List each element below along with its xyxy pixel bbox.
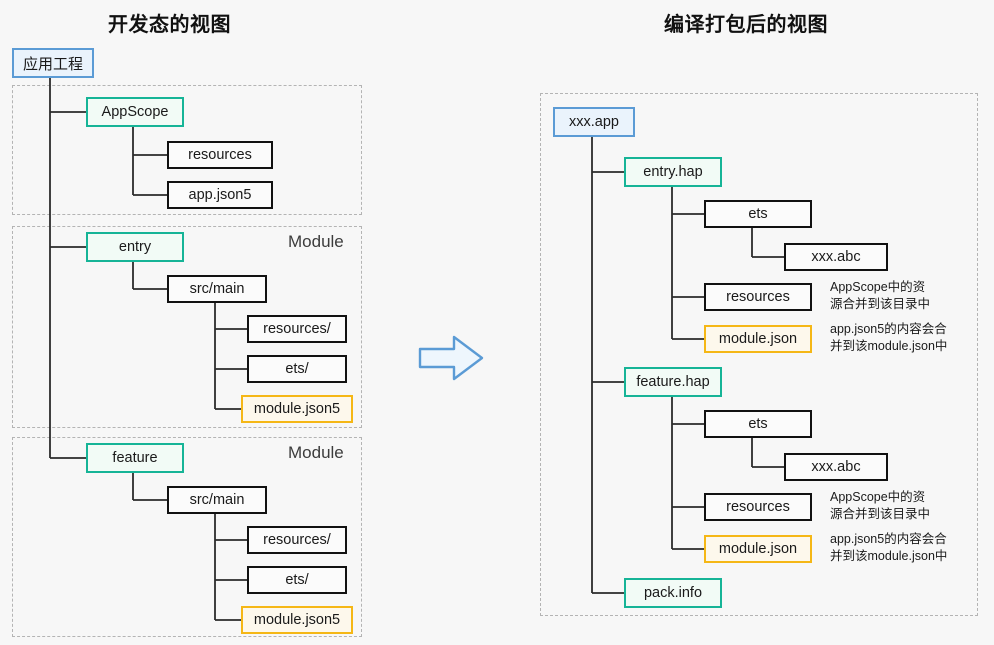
node-appscope-app-json5[interactable]: app.json5: [167, 181, 273, 209]
node-feature-module-json5[interactable]: module.json5: [241, 606, 353, 634]
node-feature-hap-xxx-abc[interactable]: xxx.abc: [784, 453, 888, 481]
node-application-project[interactable]: 应用工程: [12, 48, 94, 78]
right-panel-title: 编译打包后的视图: [664, 14, 828, 36]
node-feature-hap-ets[interactable]: ets: [704, 410, 812, 438]
node-entry-hap-ets[interactable]: ets: [704, 200, 812, 228]
app-package-container: [540, 93, 978, 616]
node-entry-hap[interactable]: entry.hap: [624, 157, 722, 187]
entry-module-label: Module: [288, 232, 344, 251]
feature-module-container: [12, 437, 362, 637]
node-feature-src-main[interactable]: src/main: [167, 486, 267, 514]
node-entry[interactable]: entry: [86, 232, 184, 262]
feature-resources-annotation: AppScope中的资 源合并到该目录中: [830, 490, 931, 521]
entry-module-container: [12, 226, 362, 428]
entry-module-json-annotation: app.json5的内容会合 并到该module.json中: [830, 322, 948, 353]
node-appscope-resources[interactable]: resources: [167, 141, 273, 169]
node-entry-src-main[interactable]: src/main: [167, 275, 267, 303]
node-entry-hap-module-json[interactable]: module.json: [704, 325, 812, 353]
node-entry-hap-resources[interactable]: resources: [704, 283, 812, 311]
feature-module-label: Module: [288, 443, 344, 462]
node-entry-hap-xxx-abc[interactable]: xxx.abc: [784, 243, 888, 271]
node-feature-hap[interactable]: feature.hap: [624, 367, 722, 397]
node-pack-info[interactable]: pack.info: [624, 578, 722, 608]
node-appscope[interactable]: AppScope: [86, 97, 184, 127]
right-arrow-icon: [416, 333, 486, 388]
node-feature-hap-module-json[interactable]: module.json: [704, 535, 812, 563]
node-entry-module-json5[interactable]: module.json5: [241, 395, 353, 423]
left-panel-title: 开发态的视图: [108, 14, 231, 36]
node-feature-ets[interactable]: ets/: [247, 566, 347, 594]
node-xxx-app[interactable]: xxx.app: [553, 107, 635, 137]
node-entry-ets[interactable]: ets/: [247, 355, 347, 383]
entry-resources-annotation: AppScope中的资 源合并到该目录中: [830, 280, 931, 311]
node-feature-hap-resources[interactable]: resources: [704, 493, 812, 521]
node-feature-resources[interactable]: resources/: [247, 526, 347, 554]
feature-module-json-annotation: app.json5的内容会合 并到该module.json中: [830, 532, 948, 563]
node-entry-resources[interactable]: resources/: [247, 315, 347, 343]
appscope-group-container: [12, 85, 362, 215]
node-feature[interactable]: feature: [86, 443, 184, 473]
